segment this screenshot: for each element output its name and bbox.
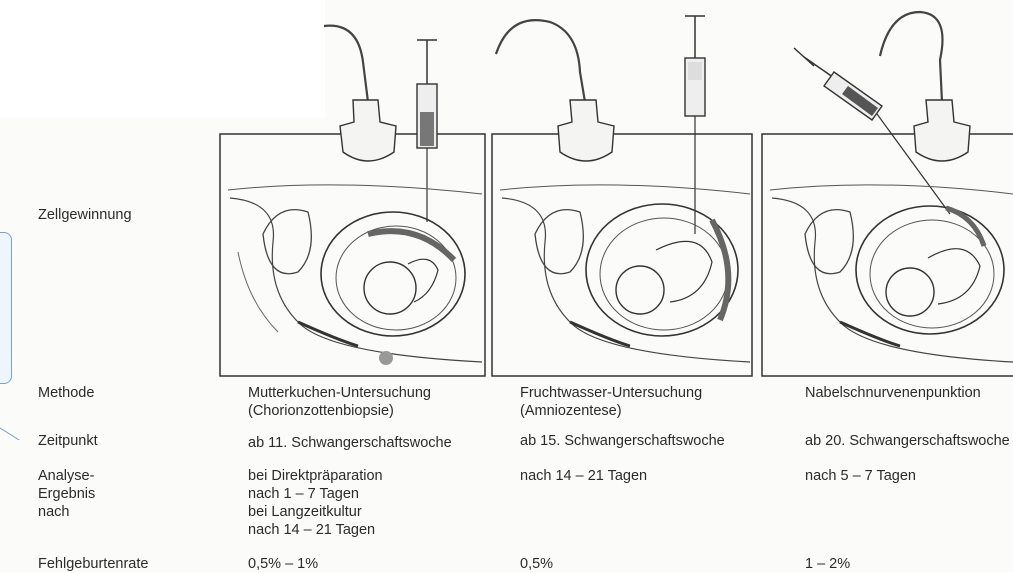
row-label-fehlgeburtenrate: Fehlgeburtenrate <box>38 555 148 573</box>
amniocentesis-illustration <box>490 2 754 378</box>
method-time-2: ab 15. Schwangerschaftswoche <box>520 432 725 450</box>
method-rate-2: 0,5% <box>520 555 553 573</box>
method-time-3: ab 20. Schwangerschaftswoche <box>805 432 1010 450</box>
method-rate-3: 1 – 2% <box>805 555 850 573</box>
method-result-2: nach 14 – 21 Tagen <box>520 467 647 485</box>
method-name-1: Mutterkuchen-Untersuchung (Chorionzotten… <box>248 384 431 420</box>
method-name-3: Nabelschnurvenenpunktion <box>805 384 981 402</box>
method-result-1: bei Direktpräparation nach 1 – 7 Tagen b… <box>248 467 383 539</box>
method-time-1: ab 11. Schwangerschaftswoche <box>248 434 452 452</box>
method-rate-1: 0,5% – 1% <box>248 555 318 573</box>
cordocentesis-illustration <box>760 2 1013 378</box>
row-label-zeitpunkt: Zeitpunkt <box>38 432 98 450</box>
callout-box <box>0 232 12 384</box>
row-label-analyse: Analyse- Ergebnis nach <box>38 467 95 521</box>
callout-tail-icon <box>0 400 40 440</box>
row-label-zellgewinnung: Zellgewinnung <box>38 206 132 224</box>
method-name-2: Fruchtwasser-Untersuchung (Amniozentese) <box>520 384 702 420</box>
row-label-methode: Methode <box>38 384 94 402</box>
chorionic-villus-sampling-illustration <box>218 2 488 378</box>
method-result-3: nach 5 – 7 Tagen <box>805 467 916 485</box>
